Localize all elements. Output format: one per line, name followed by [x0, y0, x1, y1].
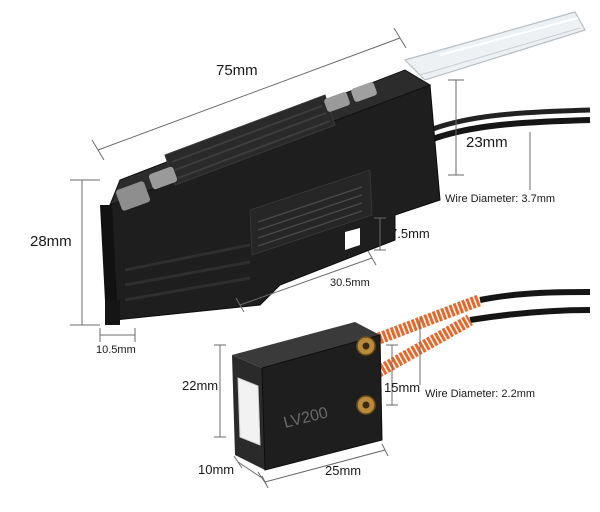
- amplifier-dimension-lines: [70, 27, 531, 342]
- set-button: [148, 166, 178, 190]
- amplifier-clip-label: 7.5mm: [390, 226, 430, 241]
- sensor-cables: [372, 289, 591, 378]
- sensor-head: [232, 322, 383, 471]
- amplifier-height-label: 28mm: [30, 233, 72, 250]
- amplifier-cable: [428, 117, 591, 143]
- amplifier-body: [100, 69, 441, 325]
- mode-button: [115, 181, 151, 211]
- sensor-hole-spacing-label: 15mm: [384, 380, 421, 395]
- amplifier-base-label: 30.5mm: [330, 277, 370, 289]
- sensor-wire-label: Wire Diameter: 2.2mm: [425, 388, 536, 400]
- amplifier-cable-gap-label: 23mm: [466, 134, 508, 151]
- sensor-width-label: 25mm: [325, 463, 362, 478]
- amplifier-length-label: 75mm: [216, 62, 258, 79]
- amplifier-cover: [403, 11, 586, 81]
- sensor-height-label: 22mm: [182, 378, 219, 393]
- amplifier-wire-label: Wire Diameter: 3.7mm: [445, 193, 556, 205]
- sensor-depth-label: 10mm: [198, 462, 235, 477]
- up-button: [324, 92, 350, 112]
- amplifier-foot-label: 10.5mm: [96, 344, 136, 356]
- down-button: [351, 82, 377, 102]
- sensor-dimension-lines: [214, 318, 421, 489]
